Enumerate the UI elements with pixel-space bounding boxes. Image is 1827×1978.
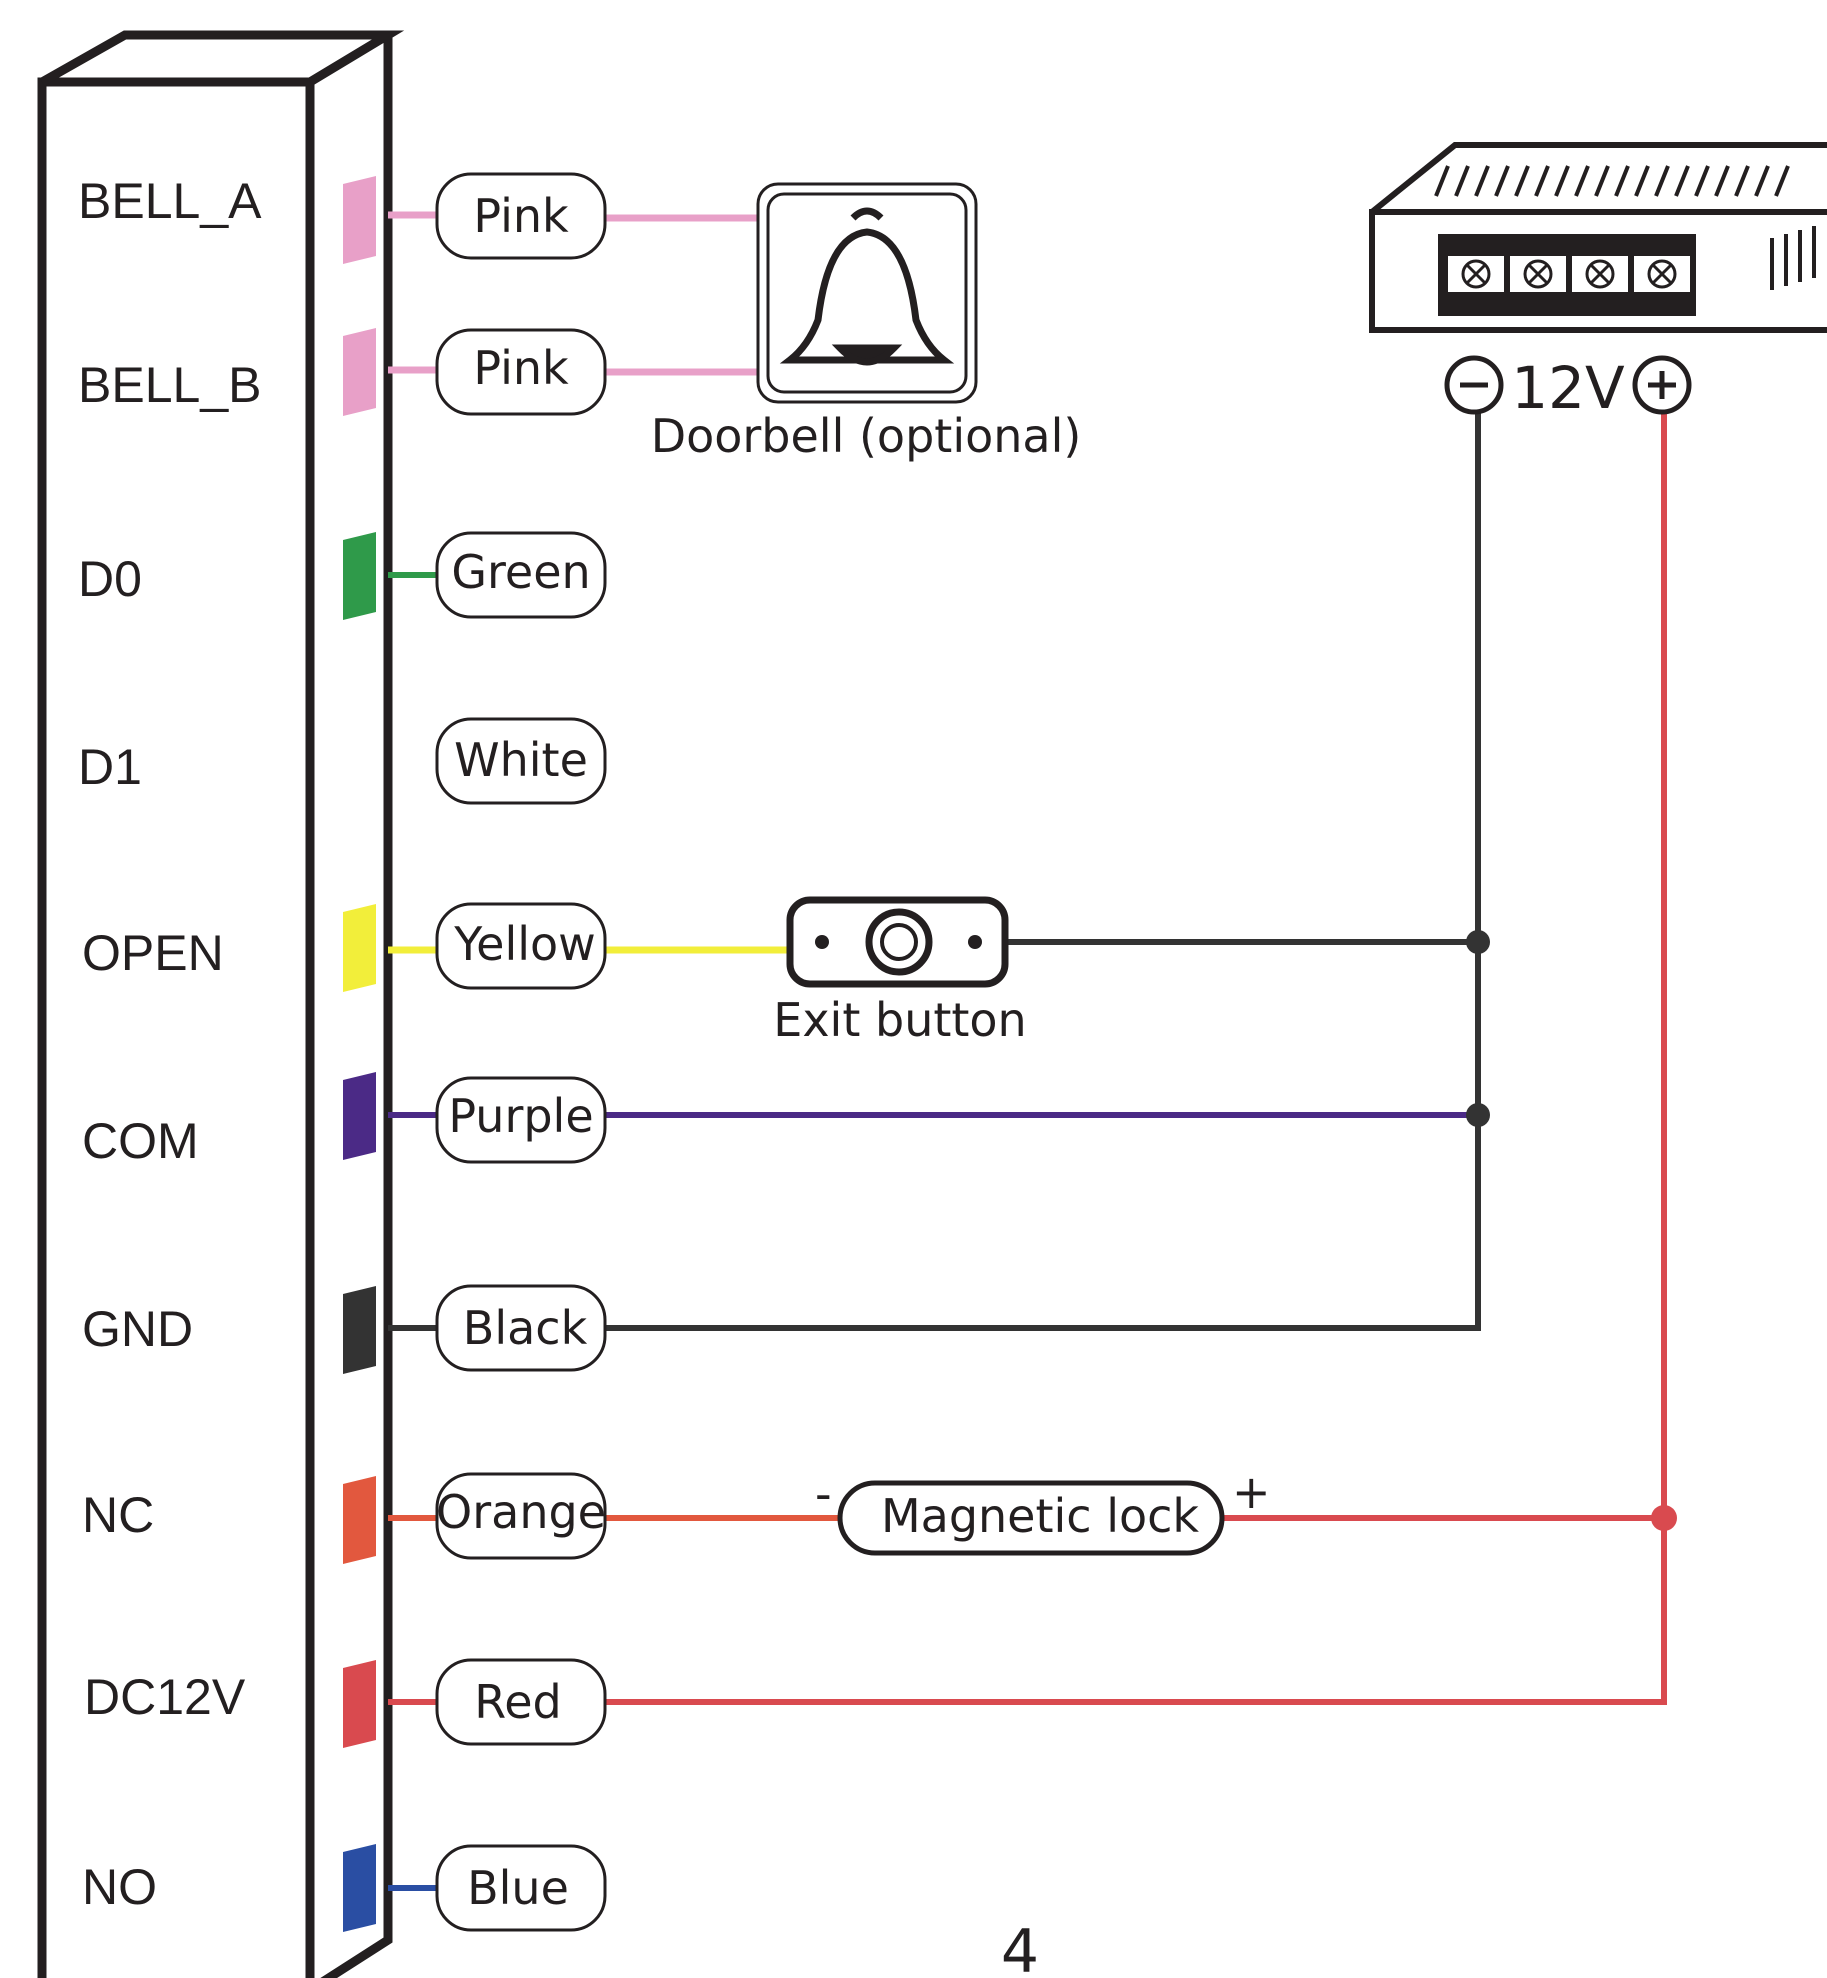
terminal-label-gnd: GND [82,1301,193,1357]
terminal-label-dc12v: DC12V [84,1669,246,1725]
terminal-labels: BELL_A BELL_B D0 D1 OPEN COM GND NC DC12… [78,173,262,1915]
tab-bell-a [343,176,376,264]
terminal-label-no: NO [82,1859,157,1915]
psu-terminal-block [1438,234,1696,316]
page-number: 4 [1001,1917,1039,1978]
terminal-label-nc: NC [82,1487,154,1543]
controller-body [37,30,405,1978]
doorbell-device: Doorbell (optional) [651,182,1082,463]
terminal-label-bell-b: BELL_B [78,357,261,413]
psu-negative-terminal-icon [1444,355,1504,415]
pill-com: Purple [448,1089,593,1143]
exit-button-device: Exit button [773,896,1027,1047]
wire-dc12v-to-psu-positive [605,412,1667,1705]
pill-dc12v: Red [474,1675,561,1729]
wire-pills: Pink Pink Green White Yellow Purple Blac… [435,172,607,1932]
tab-com [343,1072,376,1160]
exit-button-label: Exit button [773,993,1026,1047]
terminal-tabs [343,176,376,1932]
lock-minus-sign: - [815,1467,832,1521]
tab-gnd [343,1286,376,1374]
tab-no [343,1844,376,1932]
junction-exit [1466,930,1490,954]
terminal-label-d0: D0 [78,551,142,607]
terminal-label-com: COM [82,1113,199,1169]
magnetic-lock-label: Magnetic lock [881,1489,1199,1543]
junctions [1466,930,1677,1531]
tab-nc [343,1476,376,1564]
pill-bell-b: Pink [473,341,569,395]
tab-d0 [343,532,376,620]
tab-bell-b [343,328,376,416]
tab-dc12v [343,1660,376,1748]
psu-vent-slots [1434,165,1816,290]
pill-nc: Orange [436,1485,606,1539]
pill-gnd: Black [463,1301,588,1355]
power-supply: 12V [1369,142,1827,422]
psu-positive-terminal-icon [1632,355,1692,415]
magnetic-lock-device: Magnetic lock - + [815,1465,1271,1556]
doorbell-label: Doorbell (optional) [651,409,1082,463]
bell-icon [779,207,955,366]
wires [388,211,1667,1891]
junction-lock-positive [1651,1505,1677,1531]
pill-bell-a: Pink [473,189,569,243]
tab-open [343,904,376,992]
terminal-label-open: OPEN [82,925,224,981]
pill-no: Blue [467,1861,569,1915]
terminal-label-bell-a: BELL_A [78,173,262,229]
pill-d0: Green [451,545,590,599]
psu-voltage-label: 12V [1511,354,1625,422]
wire-gnd-to-psu-negative [605,412,1481,1331]
pill-open: Yellow [453,917,596,971]
pill-d1: White [454,733,588,787]
terminal-label-d1: D1 [78,739,142,795]
junction-com [1466,1103,1490,1127]
lock-plus-sign: + [1232,1465,1271,1519]
